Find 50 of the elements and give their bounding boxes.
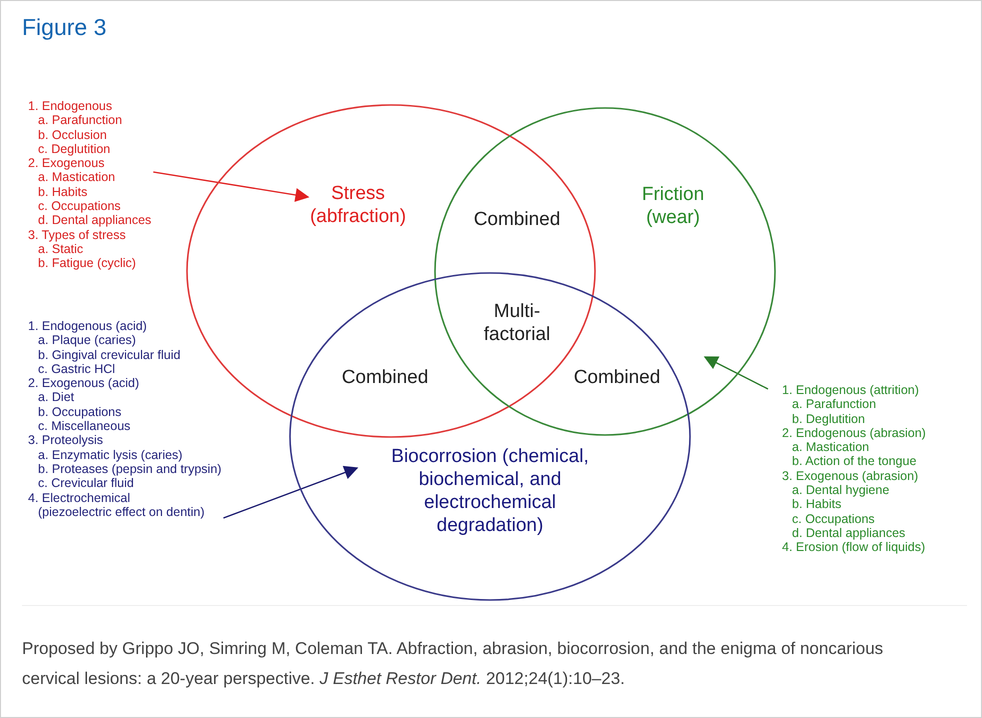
list-item: 2. Endogenous (abrasion) [782,426,926,440]
list-item: 2. Exogenous [28,156,106,170]
region-label: Combined [340,366,430,389]
arrow [704,356,768,390]
region-label: Combined [472,208,562,231]
list-item: a. Plaque (caries) [37,333,137,348]
list-item: b. Occupations [37,404,122,420]
circle-title: Stress (abfraction) [308,182,408,228]
circle-title: Friction (wear) [640,183,706,229]
list-item: b. Deglutition [791,412,866,426]
list-item: 3. Proteolysis [28,433,104,448]
list-item: a. Static [37,242,84,256]
arrow [153,171,310,202]
list-item: a. Diet [37,390,76,405]
circle-title: Biocorrosion (chemical, biochemical, and electrochemical degradation) [390,445,590,537]
list-item: b. Occlusion [37,128,108,142]
caption: Proposed by Grippo JO, Simring M, Coleman TA. Abfraction, abrasion, biocorrosion, and the enigma of noncarious cervical lesions: a 20-year perspective. J Esthet Restor Dent. 2012;24(1):10–23. [22,638,884,690]
list-item: b. Fatigue (cyclic) [37,256,137,271]
list-item: c. Occupations [791,512,876,526]
list-item: b. Habits [37,184,88,200]
list-item: d. Dental appliances [37,213,152,228]
list-item: a. Enzymatic lysis (caries) [37,448,184,462]
list-item: b. Gingival crevicular fluid [37,348,182,362]
list-item: a. Mastication [791,440,870,454]
figure-title: Figure 3 [22,14,106,41]
list-item: 2. Exogenous (acid) [28,376,140,390]
list-item: b. Action of the tongue [791,454,918,469]
region-label: Combined [572,366,662,389]
list-item: d. Dental appliances [791,526,906,540]
list-item: c. Miscellaneous [37,419,132,434]
list-item: 3. Types of stress [28,228,127,242]
list-item: 1. Endogenous [28,99,114,114]
list-item: c. Gastric HCl [37,362,116,376]
list-item: (piezoelectric effect on dentin) [37,504,206,520]
list-item: 1. Endogenous (acid) [28,319,148,334]
list-item: a. Dental hygiene [791,483,890,498]
list-item: 4. Electrochemical [28,490,132,505]
list-item: b. Proteases (pepsin and trypsin) [37,462,222,476]
list-item: a. Mastication [37,170,116,185]
region-label: Multi- factorial [482,300,552,346]
arrow [223,466,358,519]
list-item: 1. Endogenous (attrition) [782,383,920,398]
list-item: c. Deglutition [37,142,112,156]
list-item: 4. Erosion (flow of liquids) [782,540,926,555]
list-item: a. Parafunction [791,397,878,412]
list-item: c. Crevicular fluid [37,476,135,491]
list-item: a. Parafunction [37,113,124,128]
list-item: b. Habits [791,497,842,512]
list-item: 3. Exogenous (abrasion) [782,468,920,484]
list-item: c. Occupations [37,199,122,214]
